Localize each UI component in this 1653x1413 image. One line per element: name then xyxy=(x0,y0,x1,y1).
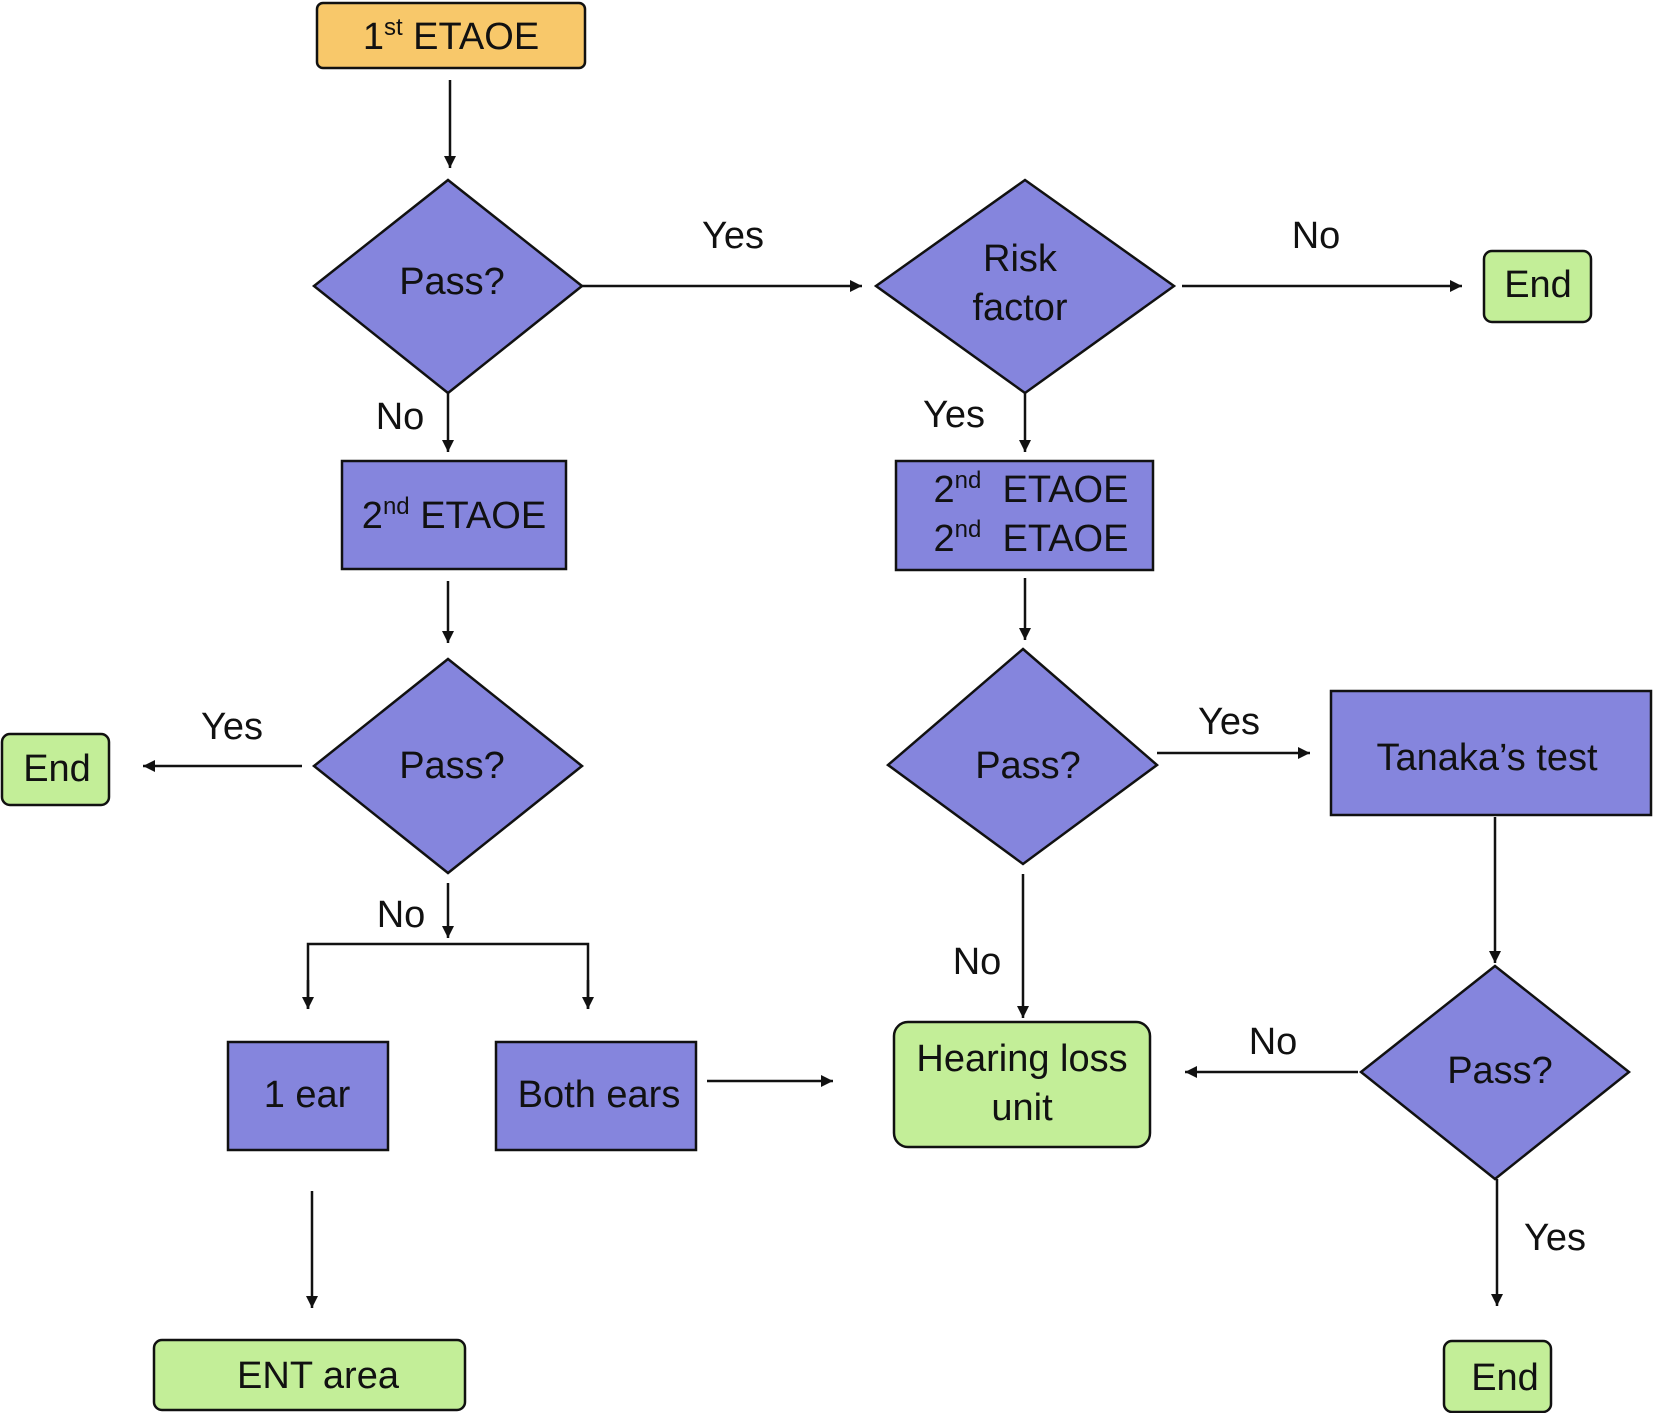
tanaka-node xyxy=(1329,689,1653,817)
pass1-label: Pass? xyxy=(399,261,505,303)
end-bottom-label: End xyxy=(1471,1357,1539,1399)
one-ear-label: 1 ear xyxy=(264,1074,351,1116)
second-etaoe-right-node xyxy=(894,459,1155,572)
hearing-loss-node xyxy=(892,1020,1152,1149)
pass2-diamond xyxy=(311,657,585,875)
edge-label-risk-no: No xyxy=(1292,215,1341,257)
tanaka-label: Tanaka’s test xyxy=(1376,737,1598,779)
end-left-node xyxy=(0,732,111,807)
node-labels: 1st ETAOE Pass? Risk factor End 2nd ETAO… xyxy=(23,14,1598,1399)
connectors xyxy=(143,80,1503,1308)
ent-area-node xyxy=(152,1338,467,1412)
end-top-label: End xyxy=(1504,264,1572,306)
edge-label-pass3-yes: Yes xyxy=(1198,701,1260,743)
end-top-node xyxy=(1482,249,1593,324)
edge-label-pass1-yes: Yes xyxy=(702,215,764,257)
edge-label-pass4-yes: Yes xyxy=(1524,1217,1586,1259)
edge-label-pass2-no: No xyxy=(377,894,426,936)
edge-label-risk-yes: Yes xyxy=(923,394,985,436)
hearing-loss-label-line2: unit xyxy=(991,1087,1053,1129)
both-ears-label: Both ears xyxy=(518,1074,681,1116)
second-etaoe-right-label-line1: 2nd ETAOE xyxy=(934,467,1129,511)
start-node xyxy=(315,1,587,70)
second-etaoe-left-node xyxy=(340,459,568,571)
branch-to-ears xyxy=(306,942,590,1009)
start-label: 1st ETAOE xyxy=(363,14,539,58)
edge-label-pass3-no: No xyxy=(953,941,1002,983)
second-etaoe-left-label: 2nd ETAOE xyxy=(362,493,546,537)
pass2-label: Pass? xyxy=(399,745,505,787)
pass3-label: Pass? xyxy=(975,745,1081,787)
edge-label-pass2-yes: Yes xyxy=(201,706,263,748)
end-bottom-node xyxy=(1442,1339,1553,1413)
edge-labels: Yes No No Yes Yes Yes No No No Yes xyxy=(201,215,1586,1259)
risk-factor-diamond xyxy=(873,178,1177,395)
both-ears-node xyxy=(494,1040,698,1152)
pass1-diamond xyxy=(311,178,585,395)
pass4-diamond xyxy=(1358,964,1632,1181)
edge-label-pass1-no: No xyxy=(376,396,425,438)
edge-label-pass4-no: No xyxy=(1249,1021,1298,1063)
risk-factor-label-line1: Risk xyxy=(983,238,1058,280)
hearing-loss-label-line1: Hearing loss xyxy=(916,1038,1127,1080)
pass3-diamond xyxy=(885,647,1159,866)
end-left-label: End xyxy=(23,748,91,790)
one-ear-node xyxy=(226,1040,390,1152)
second-etaoe-right-label-line2: 2nd ETAOE xyxy=(934,516,1129,560)
ent-area-label: ENT area xyxy=(237,1355,400,1397)
pass4-label: Pass? xyxy=(1447,1050,1553,1092)
risk-factor-label-line2: factor xyxy=(972,287,1067,329)
